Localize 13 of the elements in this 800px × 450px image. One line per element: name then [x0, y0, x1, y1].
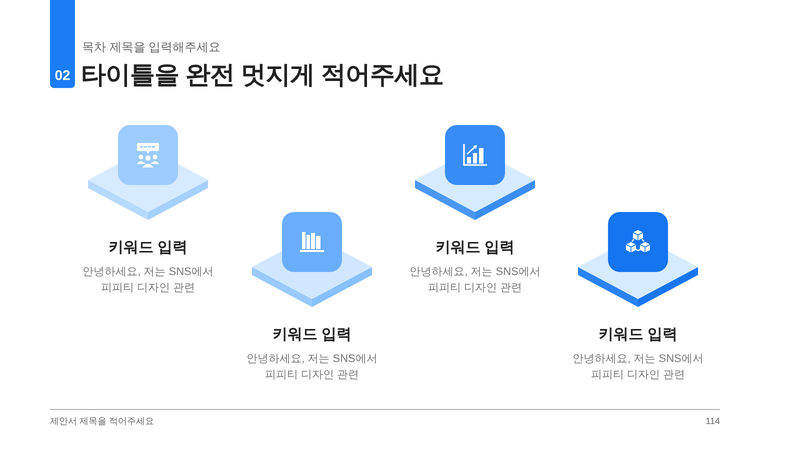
footer-title: 제안서 제목을 적어주세요: [50, 415, 154, 427]
item-heading: 키워드 입력: [108, 238, 188, 258]
item-heading: 키워드 입력: [435, 238, 515, 258]
item-description: 안녕하세요, 저는 SNS에서 피피티 디자인 관련: [572, 352, 704, 383]
section-number: 02: [54, 67, 70, 83]
item-description: 안녕하세요, 저는 SNS에서 피피티 디자인 관련: [408, 265, 542, 296]
page-title: 타이틀을 완전 멋지게 적어주세요: [81, 60, 444, 91]
section-subtitle: 목차 제목을 입력해주세요: [82, 39, 221, 55]
item-description: 안녕하세요, 저는 SNS에서 피피티 디자인 관련: [82, 265, 214, 296]
page-number: 114: [706, 415, 720, 427]
item-description: 안녕하세요, 저는 SNS에서 피피티 디자인 관련: [246, 352, 378, 383]
item-heading: 키워드 입력: [272, 325, 352, 345]
item-heading: 키워드 입력: [598, 325, 678, 345]
